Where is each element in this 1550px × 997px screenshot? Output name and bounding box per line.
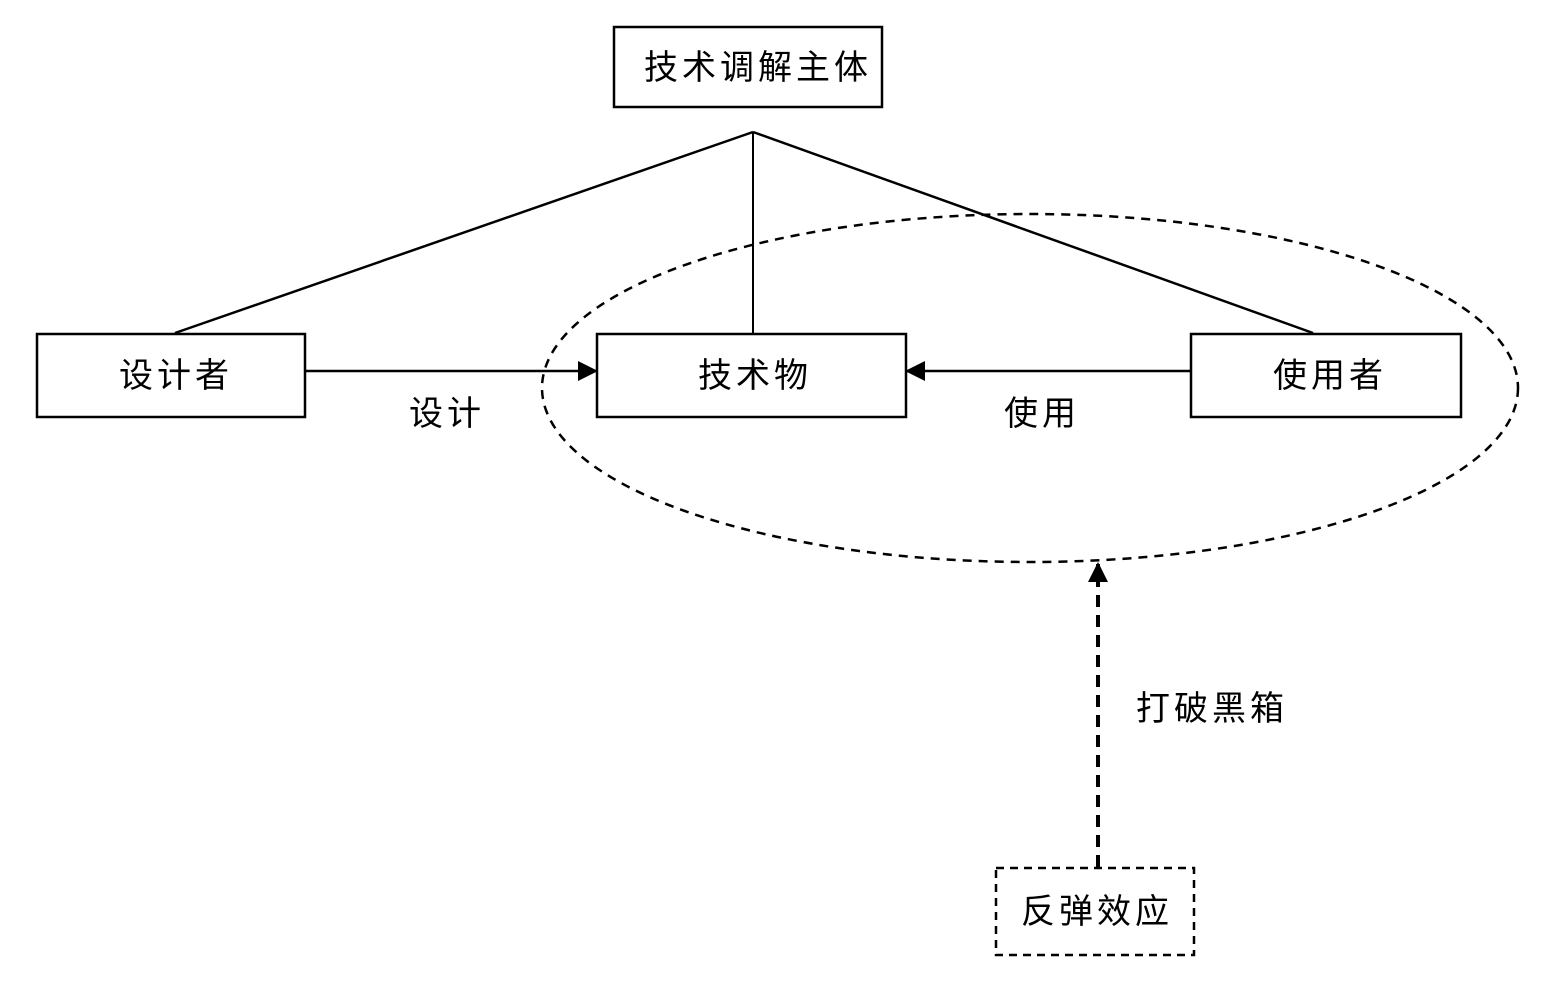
mediator-node: 技术调解主体 bbox=[612, 25, 884, 109]
user-node: 使用者 bbox=[1189, 332, 1463, 419]
artifact-node: 技术物 bbox=[595, 332, 908, 419]
rebound-node: 反弹效应 bbox=[994, 866, 1196, 957]
black-box-ellipse bbox=[540, 212, 1520, 564]
mediator-to-designer-line bbox=[174, 130, 754, 335]
rebound-label: 反弹效应 bbox=[1021, 892, 1173, 932]
use-edge-label: 使用 bbox=[1004, 394, 1080, 434]
mediator-label: 技术调解主体 bbox=[644, 48, 872, 88]
artifact-label: 技术物 bbox=[698, 356, 812, 396]
designer-label: 设计者 bbox=[119, 356, 233, 396]
break-black-box-label: 打破黑箱 bbox=[1136, 689, 1288, 729]
user-label: 使用者 bbox=[1273, 356, 1387, 396]
mediator-to-user-line bbox=[752, 130, 1314, 335]
design-edge-label: 设计 bbox=[409, 394, 485, 434]
designer-node: 设计者 bbox=[35, 332, 307, 419]
